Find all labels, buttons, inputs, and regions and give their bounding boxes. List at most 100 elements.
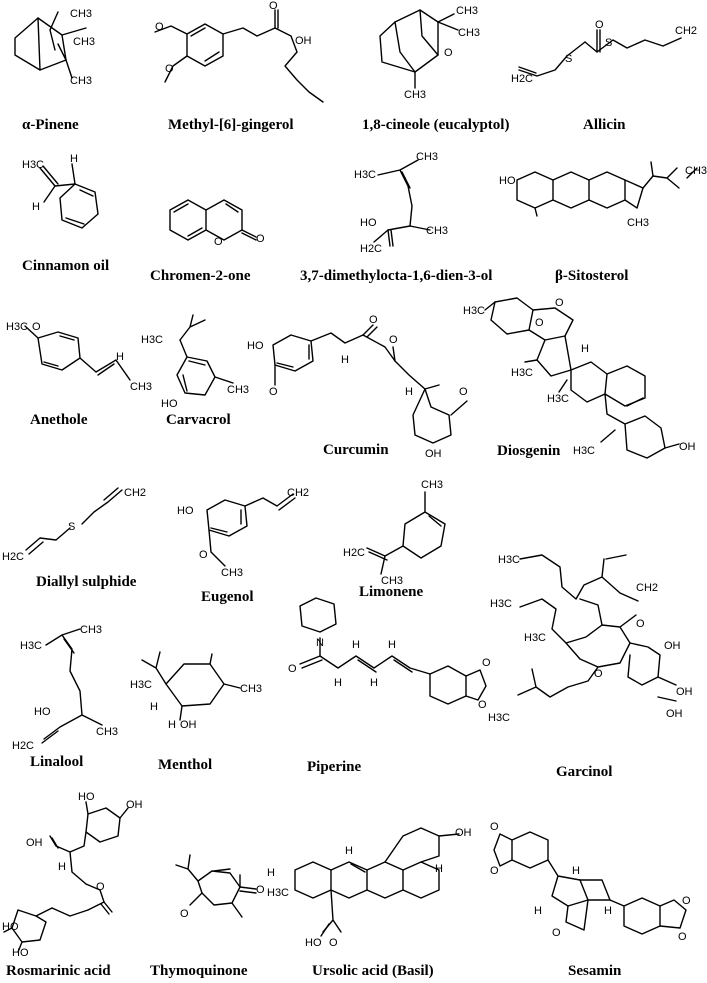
rosmarinic-acid-structure: HO OH OH O H HO HO	[2, 791, 143, 959]
h-label: H	[334, 677, 342, 689]
ch3-label: CH3	[130, 381, 152, 393]
compound-name: Thymoquinone	[150, 963, 248, 979]
compound-name: Chromen-2-one	[150, 268, 251, 284]
o-label: O	[199, 549, 208, 561]
allicin-structure: O S S CH2 H2C	[511, 19, 697, 85]
compound-name: Garcinol	[556, 764, 613, 780]
ch3-label: CH3	[627, 217, 649, 229]
ch2-label: CH2	[124, 487, 146, 499]
oh-label: OH	[666, 708, 683, 720]
ch3-label: CH3	[240, 683, 262, 695]
ho-label: HO	[305, 937, 322, 949]
ho-label: HO	[247, 340, 264, 352]
h-label: H	[58, 861, 66, 873]
h3c-label: H3C	[354, 169, 376, 181]
o-label: O	[678, 931, 687, 943]
h3c-label: H3C	[511, 367, 533, 379]
h3c-label: H3C	[141, 334, 163, 346]
s-label: S	[605, 37, 612, 49]
h-label: H	[345, 845, 353, 857]
compound-name: Ursolic acid (Basil)	[312, 963, 434, 979]
ch3-label: CH3	[456, 5, 478, 17]
ho-label: HO	[177, 505, 194, 517]
oh-label: OH	[425, 448, 442, 460]
o-label: O	[594, 668, 603, 680]
methyl-6-gingerol-structure: O OH O O	[154, 0, 324, 103]
compound-name: Allicin	[583, 117, 626, 133]
compound-name: Cinnamon oil	[22, 258, 110, 274]
eugenol-structure: HO CH2 O CH3	[177, 487, 309, 579]
o-label: O	[32, 321, 41, 333]
compound-name: Eugenol	[201, 589, 254, 605]
o-label: O	[180, 908, 189, 920]
h3c-label: H3C	[524, 632, 546, 644]
h3c-label: H3C	[6, 321, 28, 333]
h-label: H	[405, 386, 413, 398]
limonene-structure: CH3 H2C CH3	[343, 479, 446, 587]
o-label: O	[444, 47, 453, 59]
compound-name: Linalool	[30, 754, 84, 770]
ch3-label: CH3	[685, 165, 707, 177]
beta-sitosterol-structure: HO CH3 CH3	[499, 161, 707, 229]
ho-label: HO	[161, 398, 178, 410]
piperine-structure: N O H H H H O O	[288, 597, 491, 711]
cineole-structure: CH3 CH3 O CH3	[379, 5, 480, 101]
h-label: H	[32, 201, 40, 213]
ch3-label: CH3	[421, 479, 443, 491]
compound-name: Diallyl sulphide	[36, 574, 137, 590]
h-label: H	[341, 354, 349, 366]
ch3-label: CH3	[221, 567, 243, 579]
h-label: H	[352, 639, 360, 651]
o-label: O	[256, 233, 265, 245]
oh-label: OH	[180, 719, 197, 731]
o-label: O	[552, 927, 561, 939]
diallyl-sulphide-structure: CH2 S H2C	[2, 487, 146, 563]
o-label: O	[329, 937, 338, 949]
curcumin-structure: HO O O H H O O OH	[247, 314, 468, 460]
o-label: O	[490, 821, 499, 833]
h-label: H	[267, 867, 275, 879]
ch3-label: CH3	[70, 8, 92, 20]
h2c-label: H2C	[12, 740, 34, 752]
ch3-label: CH3	[458, 27, 480, 39]
o-label: O	[478, 699, 487, 711]
h3c-label: H3C	[573, 445, 595, 457]
compound-name: Sesamin	[568, 963, 622, 979]
compound-name: Carvacrol	[166, 412, 231, 428]
ch3-label: CH3	[227, 384, 249, 396]
compound-name: Methyl-[6]-gingerol	[168, 117, 294, 133]
ursolic-acid-structure: OH H H3C H H O HO	[267, 827, 472, 949]
o-label: O	[214, 236, 223, 248]
h2c-label: H2C	[2, 551, 24, 563]
chromen-2-one-structure: O O	[169, 199, 265, 248]
h3c-label: H3C	[463, 305, 485, 317]
oh-label: OH	[295, 35, 312, 47]
o-label: O	[269, 0, 278, 12]
oh-label: OH	[676, 686, 693, 698]
h-label: H	[370, 677, 378, 689]
h-label: H	[435, 863, 443, 875]
h3c-label: H3C	[267, 887, 289, 899]
ch3-label: CH3	[416, 151, 438, 163]
compound-name: Piperine	[307, 759, 362, 775]
o-label: O	[490, 865, 499, 877]
ch3-label: CH3	[404, 89, 426, 101]
o-label: O	[682, 895, 691, 907]
o-label: O	[288, 663, 297, 675]
compound-name: β-Sitosterol	[555, 268, 629, 284]
h2c-label: H2C	[360, 243, 382, 255]
cinnamon-oil-structure: H3C H H	[22, 153, 99, 229]
o-label: O	[459, 386, 468, 398]
ho-label: HO	[34, 706, 51, 718]
o-label: O	[96, 881, 105, 893]
ch3-label: CH3	[96, 726, 118, 738]
h-label: H	[572, 865, 580, 877]
compound-name: Diosgenin	[497, 443, 561, 459]
ch2-label: CH2	[287, 487, 309, 499]
h-label: H	[581, 343, 589, 355]
ch3-label: CH3	[70, 75, 92, 87]
oh-label: OH	[679, 441, 696, 453]
ch3-label: CH3	[80, 624, 102, 636]
linalool-structure: H3C CH3 HO CH3 H2C	[12, 624, 118, 752]
